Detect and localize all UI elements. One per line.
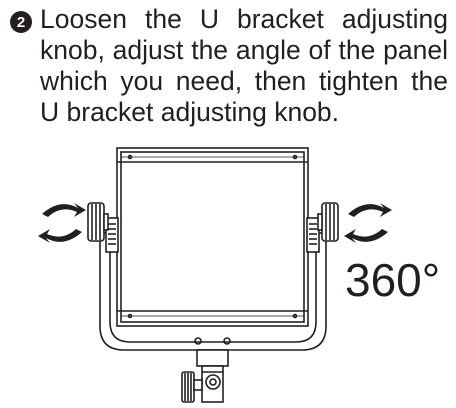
rotation-arrows-right bbox=[344, 203, 392, 243]
instruction-block: 2 Loosen the U bracket adjusting knob, a… bbox=[10, 4, 450, 128]
adjusting-knob-right bbox=[317, 202, 339, 242]
led-panel-icon bbox=[116, 147, 309, 327]
adjusting-knob-icon bbox=[87, 202, 109, 242]
instruction-text: Loosen the U bracket adjusting knob, adj… bbox=[40, 4, 448, 127]
mount-clamp-icon bbox=[181, 349, 229, 403]
rotation-angle-label: 360° bbox=[345, 254, 441, 306]
rotation-arrows-icon bbox=[38, 203, 86, 243]
hinge-right bbox=[306, 217, 320, 253]
step-number-badge: 2 bbox=[10, 11, 32, 33]
hinge-left bbox=[105, 217, 119, 253]
